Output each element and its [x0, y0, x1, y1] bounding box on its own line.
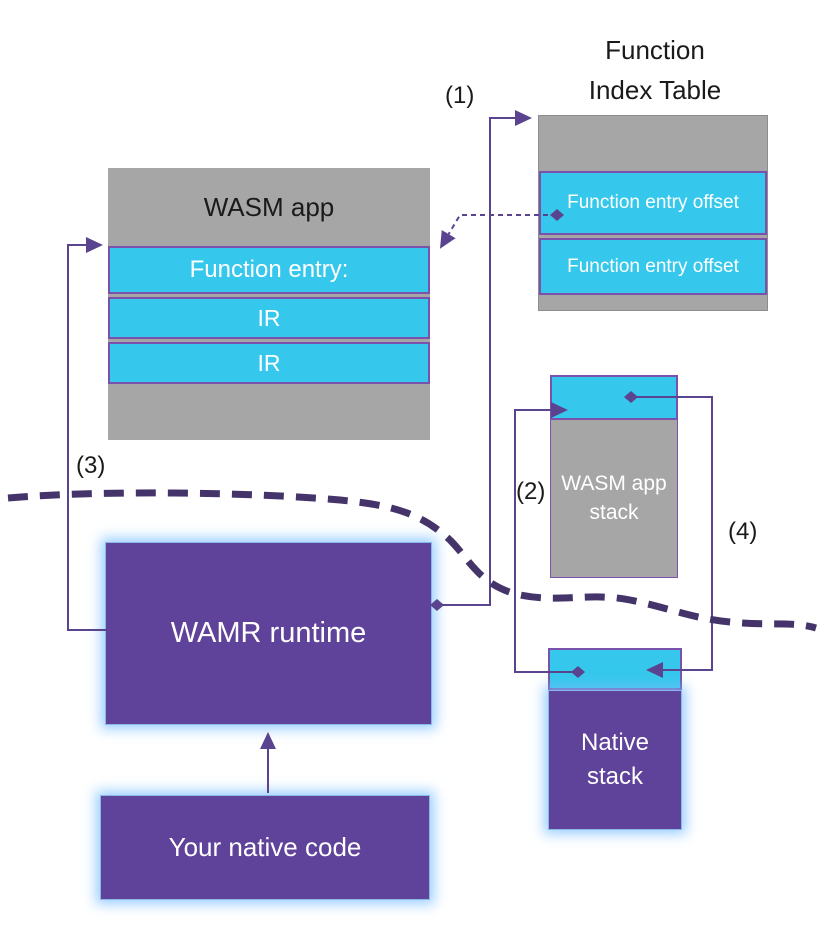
- function-entry-offset-row-1: Function entry offset: [539, 171, 767, 235]
- function-entry-offset-row-2: Function entry offset: [539, 238, 767, 295]
- connector-3-runtime-to-wasm-app: [67, 237, 106, 631]
- connector-1-diamond: [430, 599, 444, 611]
- wasm-app-stack-label: WASM app stack: [550, 420, 678, 578]
- connector-1-runtime-to-index-table: [437, 110, 532, 606]
- native-stack-label: Native stack: [548, 690, 682, 830]
- native-stack-top-strip: [548, 648, 682, 690]
- function-index-table-box: Function entry offset Function entry off…: [538, 115, 768, 311]
- your-native-code-box: Your native code: [100, 795, 430, 900]
- wasm-app-stack-top-strip: [550, 375, 678, 420]
- wasm-app-stack-box: WASM app stack: [550, 375, 678, 578]
- step-label-4: (4): [728, 518, 758, 545]
- function-index-table-top-segment: [539, 116, 767, 171]
- native-stack-box: Native stack: [548, 648, 682, 830]
- function-index-table-title-line2: Index Table: [588, 75, 722, 106]
- wasm-app-function-entry-row: Function entry:: [108, 246, 430, 294]
- wasm-app-ir-row-2: IR: [108, 342, 430, 384]
- wasm-app-box: WASM app Function entry: IR IR: [108, 168, 430, 440]
- wamr-runtime-box: WAMR runtime: [105, 542, 432, 725]
- wasm-app-header: WASM app: [203, 191, 335, 222]
- step-label-2: (2): [516, 478, 546, 505]
- function-index-table-title-line1: Function: [605, 35, 705, 65]
- step-label-1: (1): [445, 82, 475, 109]
- wasm-app-ir-row-1: IR: [108, 297, 430, 339]
- step-label-3: (3): [76, 452, 106, 479]
- function-index-table-title: Function Index Table: [540, 30, 770, 111]
